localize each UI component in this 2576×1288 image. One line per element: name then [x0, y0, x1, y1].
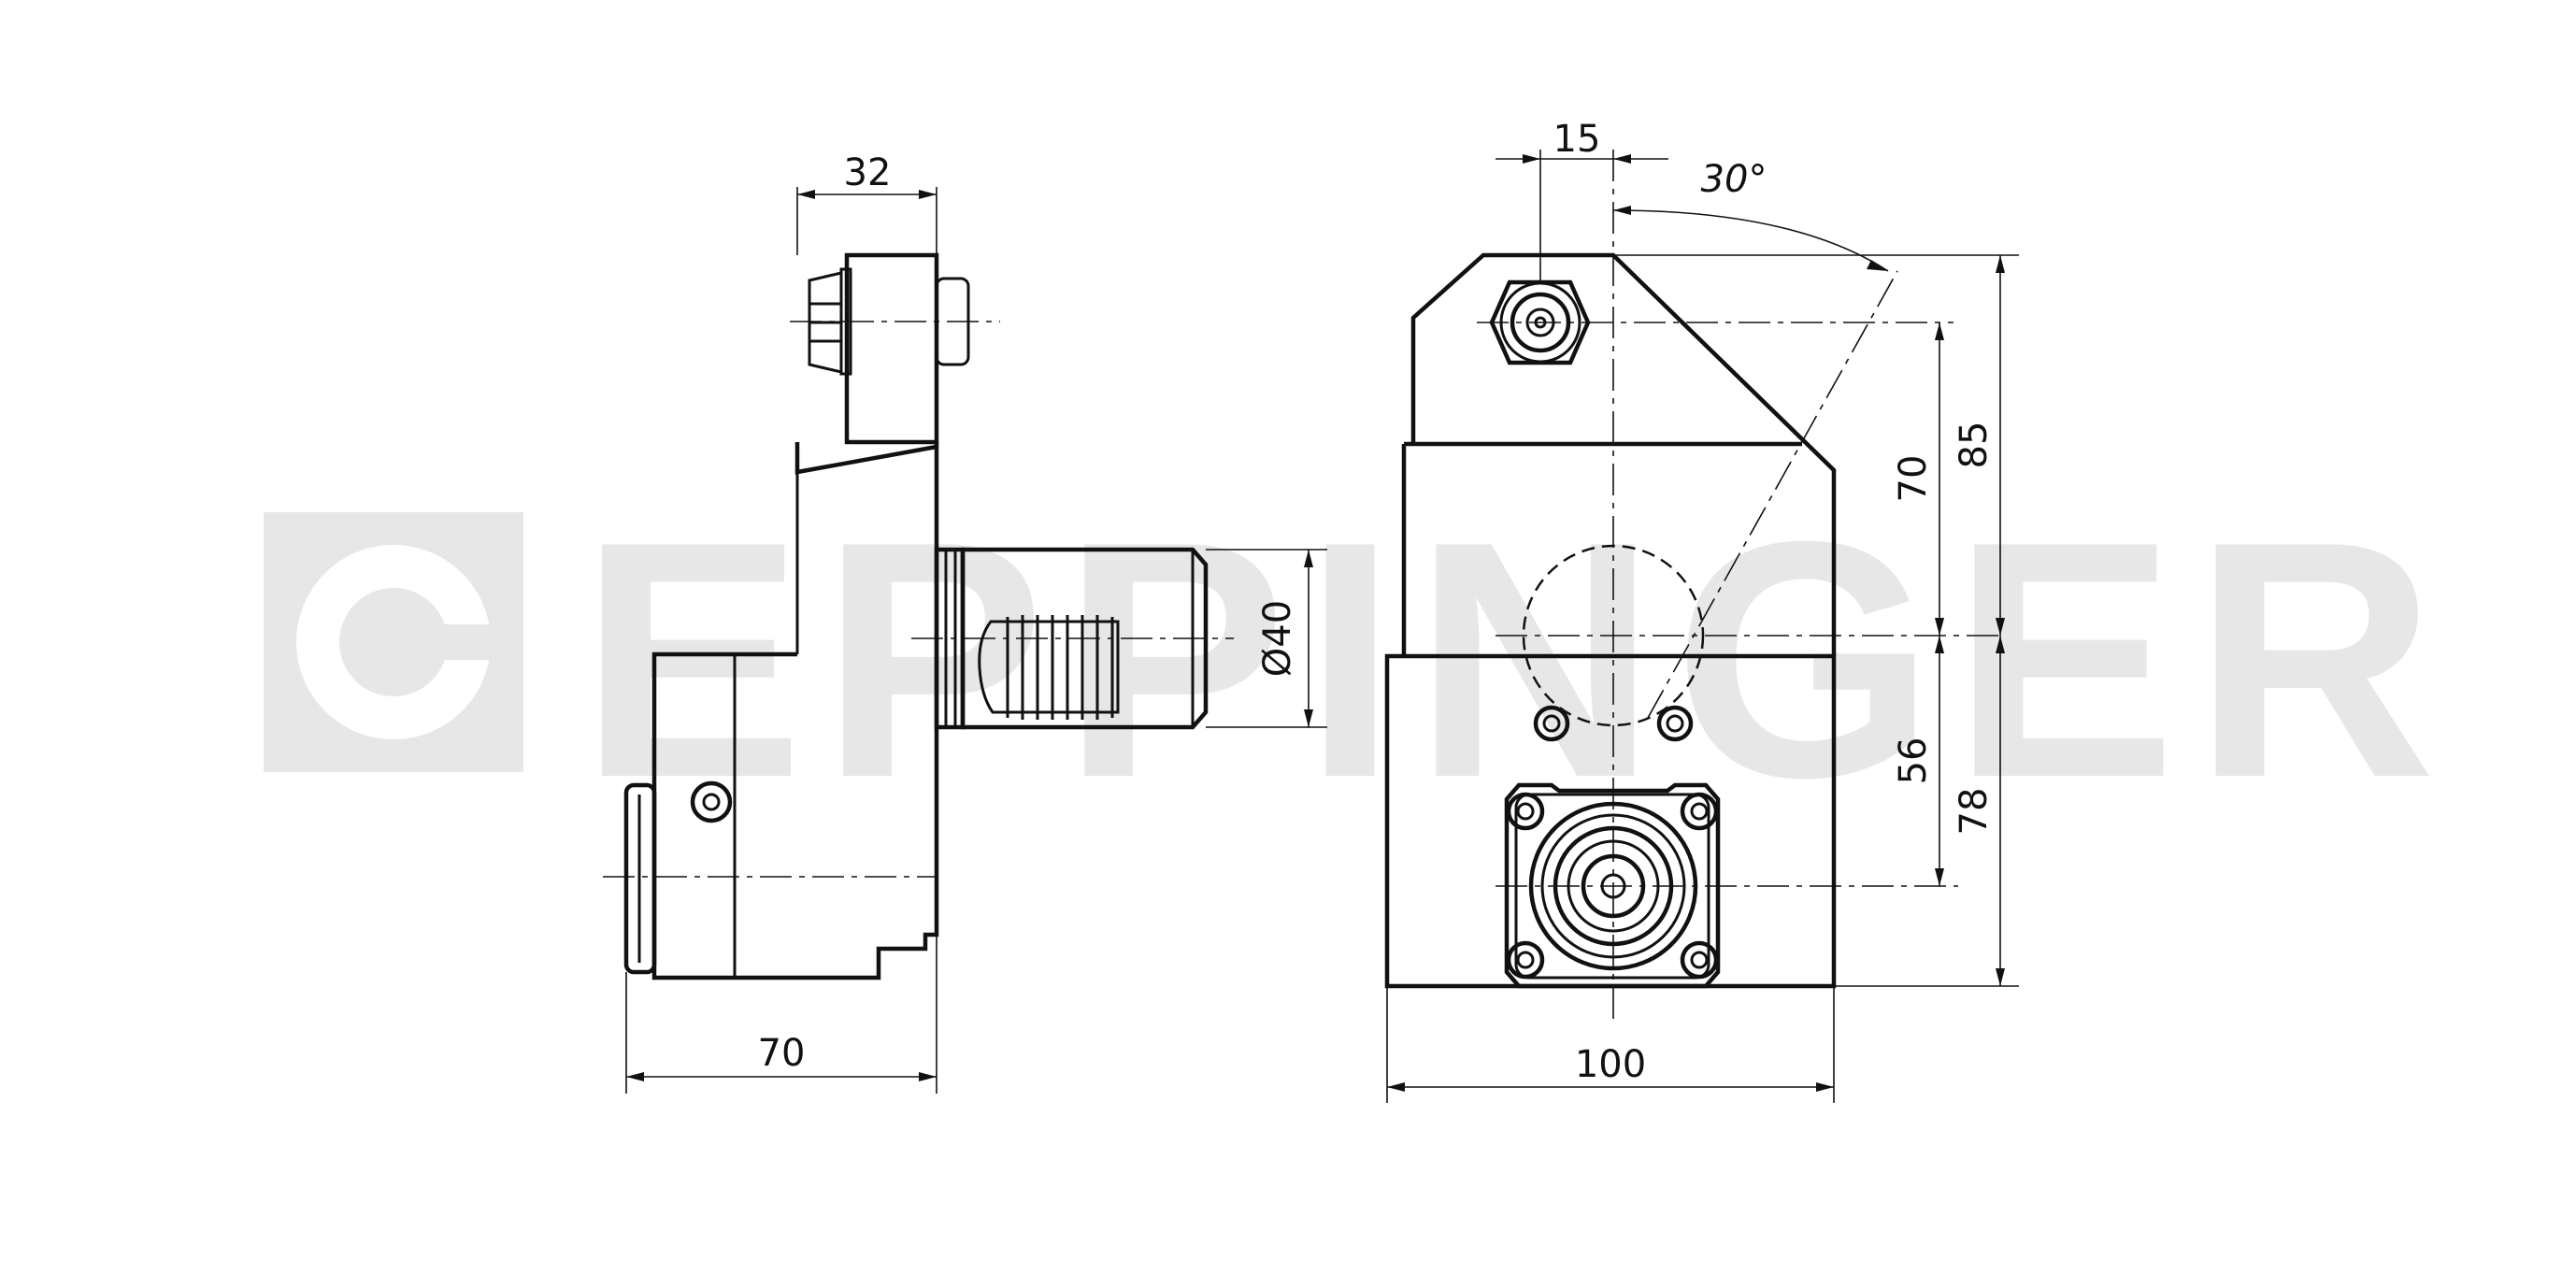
side-view: 32 Ø40 70 — [603, 151, 1327, 1094]
side-cover-plate — [623, 782, 657, 975]
watermark-text: EPPINGER — [580, 472, 2453, 848]
dim-front-85: 85 — [1613, 254, 2019, 636]
front-view: 15 30° 70 85 56 — [1384, 118, 2019, 1103]
dim-label-85: 85 — [1953, 422, 1996, 469]
dim-label-32: 32 — [844, 151, 892, 194]
watermark: EPPINGER — [264, 472, 2453, 848]
dim-label-15: 15 — [1553, 118, 1601, 161]
dim-front-70: 70 — [1892, 322, 1944, 636]
dim-front-width: 100 — [1386, 986, 1835, 1103]
dim-label-78: 78 — [1953, 788, 1996, 836]
dim-label-70-front: 70 — [1892, 455, 1935, 503]
dim-front-78: 78 — [1834, 636, 2019, 987]
dim-front-top: 15 — [1496, 118, 1668, 280]
dim-front-angle: 30° — [1612, 158, 1889, 272]
dim-side-top: 32 — [796, 151, 937, 255]
side-slant — [794, 442, 937, 475]
dim-label-70-side: 70 — [758, 1032, 806, 1075]
dim-label-30deg: 30° — [1701, 158, 1767, 201]
dim-side-bottom: 70 — [625, 935, 937, 1094]
front-head — [1410, 252, 1837, 656]
side-head-block — [844, 252, 939, 445]
dim-label-56: 56 — [1892, 737, 1935, 785]
dim-side-shank: Ø40 — [1206, 549, 1327, 728]
dim-label-d40: Ø40 — [1256, 600, 1299, 677]
dim-front-56: 56 — [1892, 636, 1944, 886]
front-angle-axis — [1647, 270, 1898, 719]
front-hole-right — [1656, 705, 1694, 742]
front-hole-left — [1533, 705, 1570, 742]
side-main-body — [651, 442, 939, 980]
side-serration — [978, 615, 1120, 720]
side-screw — [690, 780, 733, 823]
dim-label-100: 100 — [1575, 1043, 1646, 1086]
